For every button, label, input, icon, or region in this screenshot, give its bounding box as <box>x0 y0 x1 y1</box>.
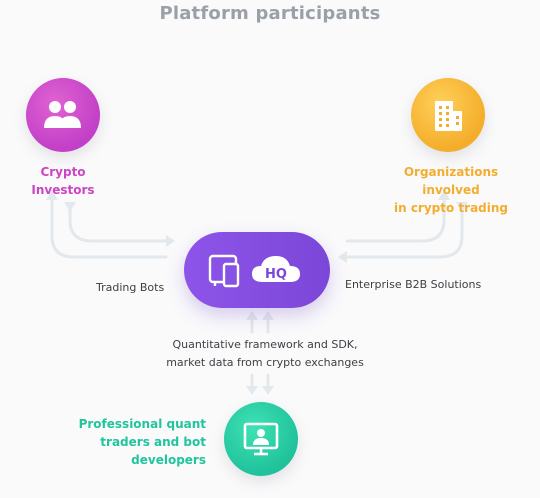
arrowhead-up-right <box>262 311 274 320</box>
monitor-user-icon <box>243 422 279 456</box>
quant-circle <box>224 402 298 476</box>
organizations-label: Organizations involved in crypto trading <box>376 163 526 217</box>
users-icon <box>44 101 81 128</box>
trading-bots-label: Trading Bots <box>96 281 165 294</box>
quant-framework-line2: market data from crypto exchanges <box>166 356 364 369</box>
hq-logo-text: HQ <box>265 267 287 282</box>
page-title: Platform participants <box>159 3 381 24</box>
arrowhead-down-left <box>246 386 258 395</box>
arrow-left-outer <box>50 196 168 259</box>
arrowhead-right-mid <box>338 251 347 263</box>
hq-cloud-logo: HQ <box>252 256 300 282</box>
arrowhead-left-mid <box>166 235 175 247</box>
arrowhead-left-inner <box>64 202 76 212</box>
arrowhead-left-outer <box>46 190 58 200</box>
quant-label-line2: traders and bot <box>100 435 206 449</box>
organizations-circle <box>411 78 485 152</box>
arrowhead-up-left <box>246 311 258 320</box>
quant-label-line3: developers <box>131 453 206 467</box>
investors-label-line2: Investors <box>31 183 95 197</box>
arrow-right-outer <box>345 202 464 259</box>
organizations-label-line2: in crypto trading <box>393 201 509 215</box>
arrowhead-right-inner <box>438 190 450 200</box>
arrowhead-right-outer <box>456 202 468 212</box>
building-icon <box>435 101 462 131</box>
organizations-label-line1: Organizations involved <box>403 165 499 197</box>
quant-framework-label: Quantitative framework and SDK, market d… <box>150 336 380 372</box>
quant-label-line1: Professional quant <box>78 417 206 431</box>
quant-framework-line1: Quantitative framework and SDK, <box>172 338 358 351</box>
arrow-left-inner <box>68 202 168 243</box>
arrow-right-inner <box>345 196 446 243</box>
investors-label: Crypto Investors <box>28 163 98 199</box>
hub-icons: HQ <box>208 254 300 288</box>
investors-circle <box>26 78 100 152</box>
investors-label-line1: Crypto <box>40 165 86 179</box>
devices-icon <box>208 254 240 288</box>
arrowhead-down-right <box>262 386 274 395</box>
hub-pill: HQ <box>184 232 330 308</box>
quant-label: Professional quant traders and bot devel… <box>58 415 206 469</box>
b2b-label: Enterprise B2B Solutions <box>345 278 482 291</box>
